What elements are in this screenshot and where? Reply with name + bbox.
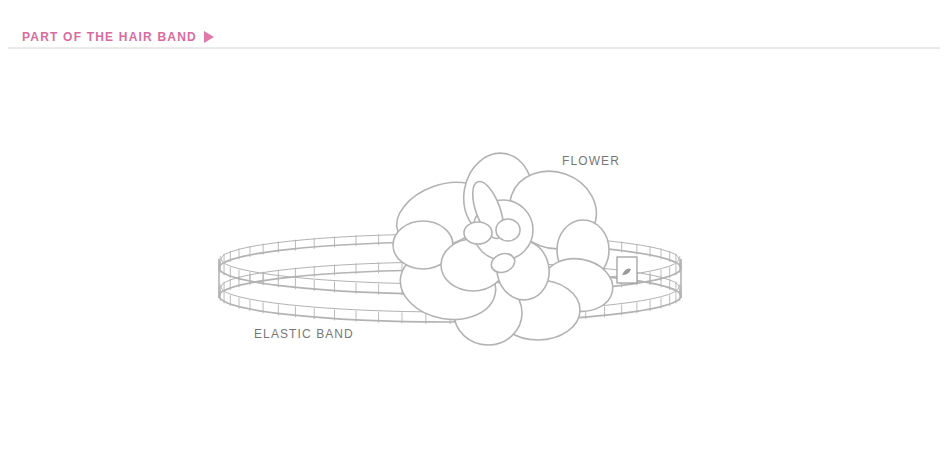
- stitch: [230, 251, 231, 262]
- stitch: [679, 256, 680, 267]
- stitch: [661, 298, 662, 309]
- stitch: [224, 254, 225, 265]
- stitch: [636, 244, 637, 255]
- stitch: [669, 295, 670, 306]
- stitch: [675, 292, 676, 303]
- stitch: [661, 276, 662, 287]
- stitch: [679, 284, 680, 295]
- stitch: [278, 304, 279, 315]
- stitch: [356, 263, 357, 274]
- stitch: [295, 278, 296, 289]
- stitch: [669, 267, 670, 278]
- stitch: [219, 287, 220, 298]
- stitch: [238, 276, 239, 287]
- stitch: [295, 240, 296, 251]
- stitch: [334, 310, 335, 321]
- stitch: [220, 284, 221, 295]
- tag-mark: [622, 269, 631, 275]
- stitch: [604, 306, 605, 317]
- band-end: [218, 259, 220, 298]
- stitch: [314, 266, 315, 277]
- tag-body: [617, 257, 637, 283]
- stitch: [661, 248, 662, 259]
- stitch: [401, 312, 402, 323]
- stitch: [224, 282, 225, 293]
- section-title: PART OF THE HAIR BAND: [22, 30, 197, 44]
- stitch: [621, 242, 622, 253]
- stitch: [230, 267, 231, 278]
- stitch: [636, 302, 637, 313]
- stitch: [378, 284, 379, 295]
- stitch: [314, 308, 315, 319]
- inner-petal: [496, 219, 520, 241]
- stitch: [356, 283, 357, 294]
- stitch: [681, 287, 682, 298]
- stitch: [314, 280, 315, 291]
- stitch: [334, 282, 335, 293]
- stitch: [249, 274, 250, 285]
- flower: [388, 148, 617, 345]
- stitch: [669, 251, 670, 262]
- stitch: [230, 279, 231, 290]
- stitch: [219, 259, 220, 270]
- stitch: [263, 302, 264, 313]
- inner-petal: [464, 222, 492, 244]
- stitch: [238, 248, 239, 259]
- stitch: [378, 262, 379, 273]
- stitch: [224, 264, 225, 275]
- stitch: [334, 236, 335, 247]
- stitch: [356, 235, 357, 246]
- stitch: [263, 244, 264, 255]
- stitch: [650, 274, 651, 285]
- stitch: [230, 295, 231, 306]
- stitch: [356, 311, 357, 322]
- stitch: [263, 272, 264, 283]
- inner-petal: [489, 250, 518, 275]
- stitch: [334, 264, 335, 275]
- stitch: [669, 279, 670, 290]
- stitch: [278, 242, 279, 253]
- part-label: FLOWER: [562, 154, 620, 168]
- stitch: [224, 292, 225, 303]
- part-label: ELASTIC BAND: [254, 327, 354, 341]
- title-arrow: [204, 31, 214, 43]
- stitch: [249, 246, 250, 257]
- stitch: [681, 259, 682, 270]
- header-rule: [8, 48, 940, 49]
- stitch: [675, 282, 676, 293]
- stitch: [650, 300, 651, 311]
- stitch: [314, 238, 315, 249]
- stitch: [650, 246, 651, 257]
- stitch: [295, 306, 296, 317]
- label-tag: [617, 257, 637, 283]
- stitch: [238, 298, 239, 309]
- stitch: [278, 270, 279, 281]
- stitch: [220, 256, 221, 267]
- stitch: [249, 300, 250, 311]
- stitch: [295, 268, 296, 279]
- stitch: [675, 254, 676, 265]
- stitch: [675, 264, 676, 275]
- stitch: [621, 304, 622, 315]
- band-end: [680, 259, 682, 298]
- stitch: [378, 312, 379, 323]
- stitch: [378, 234, 379, 245]
